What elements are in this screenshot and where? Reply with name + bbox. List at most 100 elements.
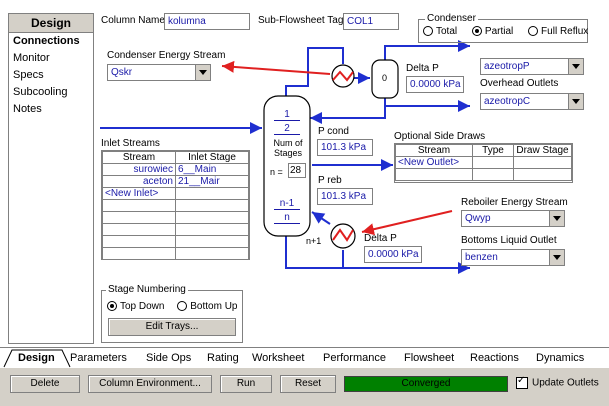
stage-n-minus-1-label: n-1 [274, 198, 300, 210]
reboiler-delta-p-label: Delta P [364, 233, 397, 244]
table-row[interactable]: <New Outlet> [395, 156, 572, 169]
tab-worksheet[interactable]: Worksheet [252, 352, 305, 364]
tab-dynamics[interactable]: Dynamics [536, 352, 585, 364]
stage-n-label: n [274, 212, 300, 224]
sidebar-item-subcooling[interactable]: Subcooling [13, 86, 68, 98]
overhead-liquid-value: azeotropC [484, 96, 531, 107]
side-draw-type-cell[interactable] [472, 156, 514, 169]
stage-numbering-title: Stage Numbering [106, 284, 188, 295]
bottoms-outlet-line [342, 250, 470, 274]
stage-numbering-top-down[interactable]: Top Down [107, 301, 164, 312]
update-outlets-label: Update Outlets [532, 377, 599, 389]
radio-icon [177, 301, 188, 312]
reboiler-energy-value: Qwyp [465, 213, 491, 224]
condenser-energy-value: Qskr [111, 67, 133, 78]
inlet-stage-cell[interactable]: 21__Mair [175, 175, 249, 188]
condenser-delta-p-label: Delta P [406, 63, 439, 74]
radio-selected-icon [107, 301, 117, 312]
reflux-drum-icon [371, 59, 399, 99]
side-draws-header-draw-stage: Draw Stage [513, 144, 572, 157]
sidebar-item-monitor[interactable]: Monitor [13, 52, 50, 64]
reflux-line [310, 100, 386, 124]
stage-numbering-bottom-up[interactable]: Bottom Up [177, 301, 238, 312]
new-outlet-cell[interactable]: <New Outlet> [395, 156, 473, 169]
num-stages-input[interactable]: 28 [288, 163, 306, 178]
inlet-stream-cell[interactable]: aceton [102, 175, 176, 188]
p-cond-label: P cond [318, 126, 349, 137]
chevron-down-icon[interactable] [568, 94, 583, 109]
chevron-down-icon[interactable] [549, 211, 564, 226]
condenser-delta-p-input[interactable]: 0.0000 kPa [406, 76, 464, 93]
radio-selected-icon [471, 26, 482, 37]
condenser-energy-select[interactable]: Qskr [107, 64, 211, 81]
overhead-liquid-select[interactable]: azeotropC [480, 93, 584, 110]
subflowsheet-tag-input[interactable]: COL1 [343, 13, 399, 30]
bottoms-liquid-outlet-label: Bottoms Liquid Outlet [461, 235, 557, 246]
side-draw-stage-cell[interactable] [513, 156, 572, 169]
inlet-header-stage: Inlet Stage [175, 151, 249, 164]
inlet-streams-table: Stream Inlet Stage surowiec 6__Main acet… [101, 150, 250, 260]
inlet-stage-cell[interactable] [175, 187, 249, 200]
tab-rating[interactable]: Rating [207, 352, 239, 364]
drum-liquid-outlet-line [384, 96, 470, 112]
table-row[interactable]: aceton 21__Mair [102, 175, 249, 188]
delete-button[interactable]: Delete [10, 375, 80, 393]
num-stages-label: Num of Stages [273, 138, 303, 158]
sidebar-item-connections[interactable]: Connections [13, 35, 80, 47]
bottoms-outlet-select[interactable]: benzen [461, 249, 565, 266]
table-row[interactable]: <New Inlet> [102, 187, 249, 200]
inlet-header-stream: Stream [102, 151, 176, 164]
condenser-energy-label: Condenser Energy Stream [107, 50, 226, 61]
reboiler-energy-select[interactable]: Qwyp [461, 210, 565, 227]
table-row[interactable]: surowiec 6__Main [102, 163, 249, 176]
condenser-option-partial[interactable]: Partial [471, 26, 513, 37]
condenser-group: Condenser Total Partial Full Reflux [418, 13, 588, 43]
sidebar-header: Design [9, 14, 93, 33]
reboiler-delta-p-input[interactable]: 0.0000 kPa [364, 246, 422, 263]
bottoms-outlet-value: benzen [465, 252, 498, 263]
column-body [263, 95, 311, 237]
status-bar: Converged [344, 376, 508, 392]
inlet-stage-cell[interactable]: 6__Main [175, 163, 249, 176]
column-environment-button[interactable]: Column Environment... [88, 375, 212, 393]
sidebar-item-notes[interactable]: Notes [13, 103, 42, 115]
tab-reactions[interactable]: Reactions [470, 352, 519, 364]
page-tabs: Design Parameters Side Ops Rating Worksh… [0, 347, 609, 368]
tab-performance[interactable]: Performance [323, 352, 386, 364]
edit-trays-button[interactable]: Edit Trays... [108, 318, 236, 336]
chevron-down-icon[interactable] [568, 59, 583, 74]
overhead-vapour-value: azeotropP [484, 61, 530, 72]
drum-number: 0 [382, 73, 388, 83]
tab-parameters[interactable]: Parameters [70, 352, 127, 364]
column-name-input[interactable]: kolumna [164, 13, 250, 30]
update-outlets-checkbox[interactable]: Update Outlets [516, 375, 599, 389]
reset-button[interactable]: Reset [280, 375, 336, 393]
column-diagram [100, 40, 470, 274]
tab-side-ops[interactable]: Side Ops [146, 352, 192, 364]
subflowsheet-tag-label: Sub-Flowsheet Tag [258, 15, 344, 26]
condenser-group-title: Condenser [425, 13, 478, 24]
column-name-label: Column Name [101, 15, 165, 26]
condenser-option-total[interactable]: Total [423, 26, 457, 37]
p-cond-input[interactable]: 101.3 kPa [317, 139, 373, 156]
p-reb-input[interactable]: 101.3 kPa [317, 188, 373, 205]
drum-vapour-outlet-line [384, 40, 470, 66]
design-sidebar: Design Connections Monitor Specs Subcool… [8, 13, 94, 344]
tab-flowsheet[interactable]: Flowsheet [404, 352, 455, 364]
condenser-option-full-reflux[interactable]: Full Reflux [528, 26, 588, 37]
tab-design[interactable]: Design [18, 352, 55, 364]
bottom-toolbar: Delete Column Environment... Run Reset C… [0, 368, 609, 406]
radio-icon [423, 26, 433, 37]
overhead-vapour-select[interactable]: azeotropP [480, 58, 584, 75]
radio-icon [528, 26, 539, 37]
reboiler-energy-label: Reboiler Energy Stream [461, 197, 568, 208]
run-button[interactable]: Run [220, 375, 272, 393]
sidebar-item-specs[interactable]: Specs [13, 69, 44, 81]
chevron-down-icon[interactable] [195, 65, 210, 80]
inlet-stream-cell[interactable]: surowiec [102, 163, 176, 176]
checkbox-checked-icon [516, 375, 528, 389]
new-inlet-cell[interactable]: <New Inlet> [102, 187, 176, 200]
tab-strip [3, 349, 71, 368]
overhead-outlets-label: Overhead Outlets [480, 78, 559, 89]
chevron-down-icon[interactable] [549, 250, 564, 265]
